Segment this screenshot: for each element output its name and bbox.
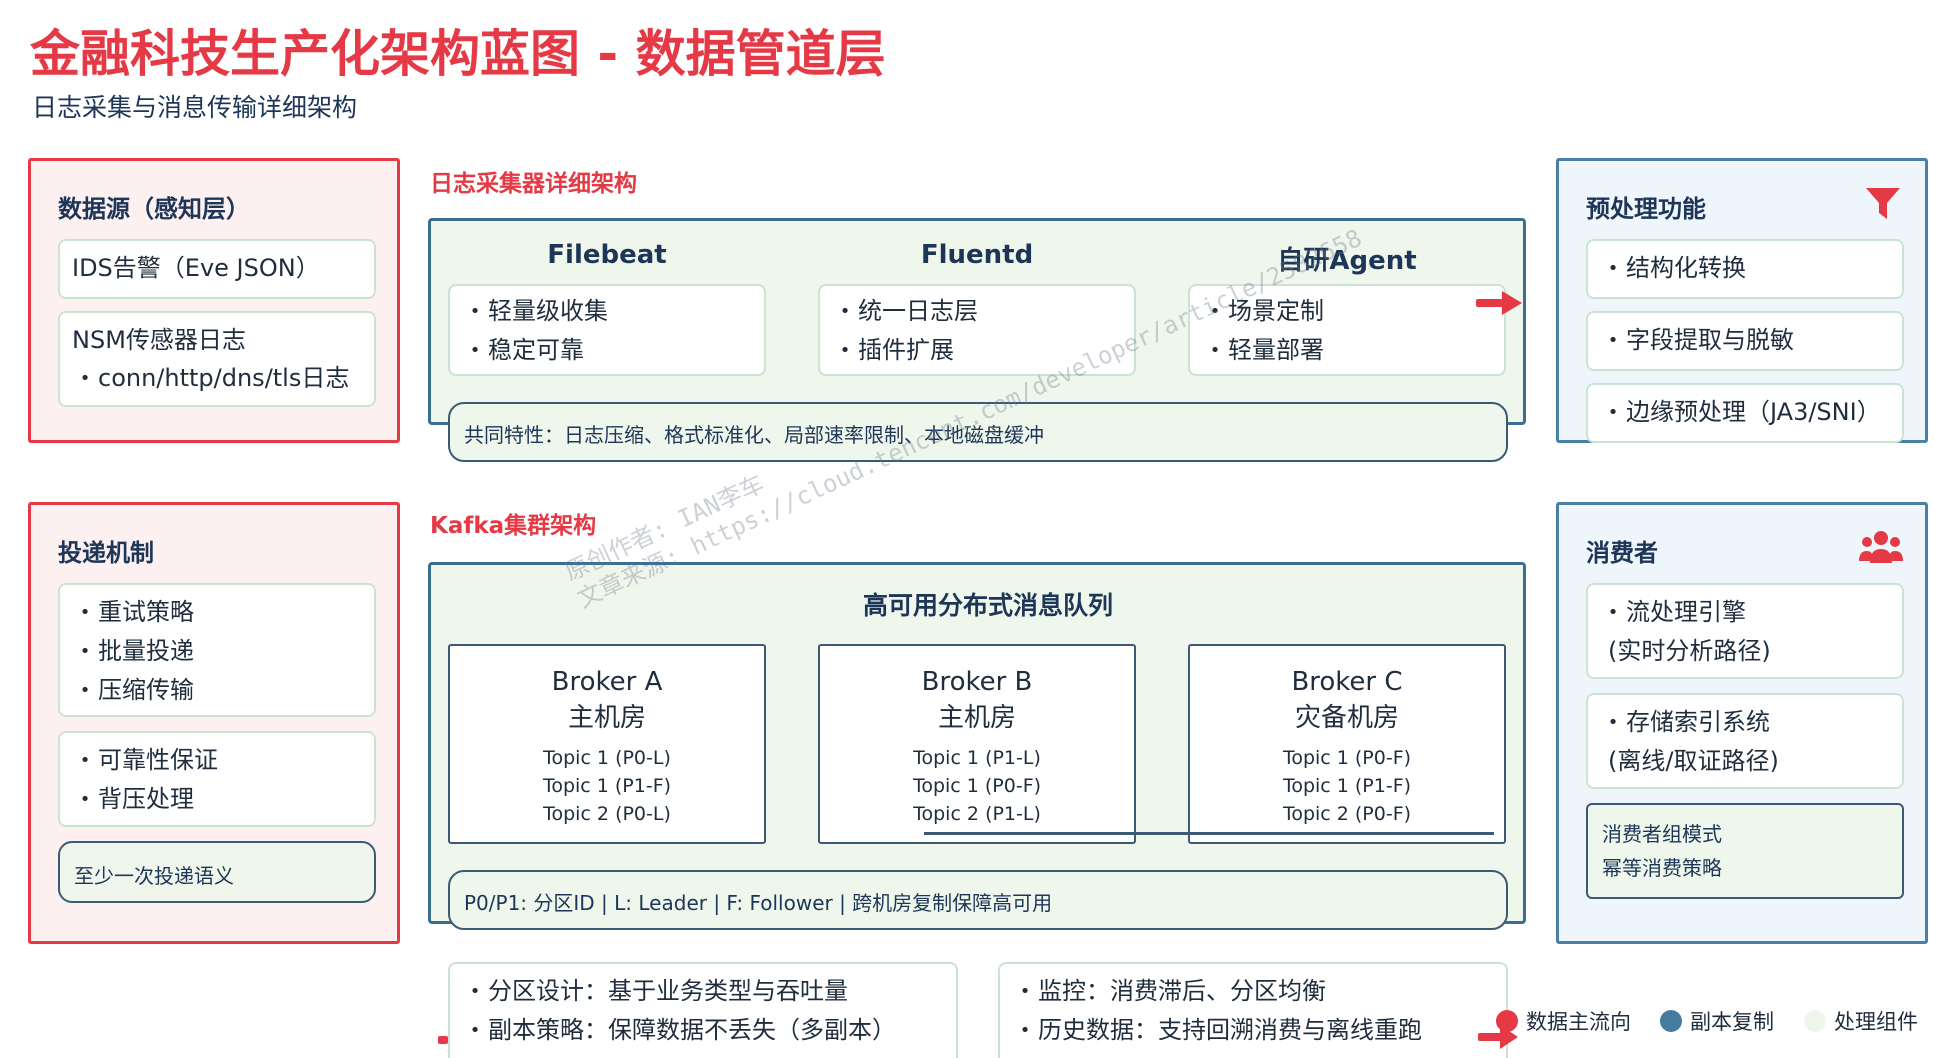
preprocess-item-card: 字段提取与脱敏: [1586, 311, 1904, 371]
nsm-log-card: NSM传感器日志 conn/http/dns/tls日志: [58, 311, 376, 407]
broker-topic: Topic 1 (P1-F): [542, 775, 672, 797]
page-subtitle: 日志采集与消息传输详细架构: [32, 93, 358, 122]
broker-topic: Topic 2 (P0-F): [1282, 803, 1412, 825]
legend-dot: [1660, 1010, 1682, 1032]
kafka-note: P0/P1: 分区ID | L: Leader | F: Follower | …: [448, 870, 1508, 930]
delivery-panel: 投递机制 重试策略 批量投递 压缩传输 可靠性保证 背压处理 至少一次投递语义: [28, 502, 400, 944]
filebeat-title: Filebeat: [547, 240, 667, 270]
delivery-group-card: 重试策略 批量投递 压缩传输: [58, 583, 376, 717]
flow-arrow-icon: [1476, 291, 1522, 315]
nsm-log-title: NSM传感器日志: [72, 326, 246, 354]
consumers-panel: 消费者 流处理引擎 (实时分析路径) 存储索引系统 (离线/取证路径) 消费者组…: [1556, 502, 1928, 944]
bottom-left-card: 分区设计：基于业务类型与吞吐量 副本策略：保障数据不丢失（多副本）: [448, 962, 958, 1058]
fluentd-card: 统一日志层 插件扩展: [818, 284, 1136, 376]
filter-icon: [1866, 188, 1900, 219]
filebeat-item: 轻量级收集: [462, 292, 752, 331]
broker-site: 灾备机房: [1294, 703, 1399, 733]
broker-site: 主机房: [567, 703, 646, 733]
fluentd-title: Fluentd: [920, 240, 1034, 270]
legend-replica: 副本复制: [1660, 1006, 1774, 1036]
preprocess-item-card: 结构化转换: [1586, 239, 1904, 299]
broker-topic: Topic 1 (P1-L): [913, 747, 1041, 769]
kafka-heading: 高可用分布式消息队列: [862, 591, 1113, 620]
custom-agent-item: 场景定制: [1202, 292, 1492, 331]
fluentd-item: 插件扩展: [832, 331, 1122, 370]
bottom-right-card: 监控：消费滞后、分区均衡 历史数据：支持回溯消费与离线重跑: [998, 962, 1508, 1058]
delivery-title: 投递机制: [58, 539, 154, 567]
broker-name: Broker B: [921, 667, 1033, 697]
collector-section-label: 日志采集器详细架构: [430, 171, 637, 197]
collector-common-features: 共同特性：日志压缩、格式标准化、局部速率限制、本地磁盘缓冲: [448, 402, 1508, 462]
flow-mark: [438, 1036, 448, 1044]
preprocess-item-card: 边缘预处理（JA3/SNI）: [1586, 383, 1904, 443]
broker-topic: Topic 1 (P0-F): [1282, 747, 1412, 769]
broker-c-box: Broker C 灾备机房 Topic 1 (P0-F) Topic 1 (P1…: [1188, 644, 1506, 844]
consumers-title: 消费者: [1586, 539, 1658, 567]
broker-name: Broker A: [551, 667, 663, 697]
page-title: 金融科技生产化架构蓝图 - 数据管道层: [30, 25, 886, 83]
broker-topic: Topic 2 (P1-L): [913, 803, 1041, 825]
broker-topic: Topic 1 (P0-L): [543, 747, 671, 769]
delivery-reliability-card: 可靠性保证 背压处理: [58, 731, 376, 827]
broker-topic: Topic 1 (P1-F): [1282, 775, 1412, 797]
consumer-group-note: 消费者组模式 幂等消费策略: [1586, 803, 1904, 899]
delivery-semantic-badge: 至少一次投递语义: [58, 841, 376, 903]
preprocess-title: 预处理功能: [1586, 195, 1706, 223]
ids-alert-text: IDS告警（Eve JSON）: [72, 254, 320, 282]
legend-dot: [1496, 1010, 1518, 1032]
replication-line: [924, 832, 1494, 835]
data-source-title: 数据源（感知层）: [58, 195, 250, 223]
nsm-log-item: conn/http/dns/tls日志: [72, 359, 362, 398]
legend-dot: [1804, 1010, 1826, 1032]
consumer-storage-card: 存储索引系统 (离线/取证路径): [1586, 693, 1904, 789]
legend-process: 处理组件: [1804, 1006, 1918, 1036]
data-source-panel: 数据源（感知层） IDS告警（Eve JSON） NSM传感器日志 conn/h…: [28, 158, 400, 443]
users-icon: [1859, 531, 1903, 563]
broker-a-box: Broker A 主机房 Topic 1 (P0-L) Topic 1 (P1-…: [448, 644, 766, 844]
custom-agent-item: 轻量部署: [1202, 331, 1492, 370]
kafka-section-label: Kafka集群架构: [430, 513, 597, 539]
broker-topic: Topic 1 (P0-F): [912, 775, 1042, 797]
legend-main-flow: 数据主流向: [1496, 1006, 1631, 1036]
fluentd-item: 统一日志层: [832, 292, 1122, 331]
custom-agent-card: 场景定制 轻量部署: [1188, 284, 1506, 376]
consumer-stream-card: 流处理引擎 (实时分析路径): [1586, 583, 1904, 679]
broker-site: 主机房: [937, 703, 1016, 733]
preprocess-panel: 预处理功能 结构化转换 字段提取与脱敏 边缘预处理（JA3/SNI）: [1556, 158, 1928, 443]
broker-name: Broker C: [1291, 667, 1403, 697]
filebeat-card: 轻量级收集 稳定可靠: [448, 284, 766, 376]
ids-alert-card: IDS告警（Eve JSON）: [58, 239, 376, 299]
custom-agent-title: 自研Agent: [1277, 246, 1417, 276]
broker-b-box: Broker B 主机房 Topic 1 (P1-L) Topic 1 (P0-…: [818, 644, 1136, 844]
filebeat-item: 稳定可靠: [462, 331, 752, 370]
broker-topic: Topic 2 (P0-L): [543, 803, 671, 825]
